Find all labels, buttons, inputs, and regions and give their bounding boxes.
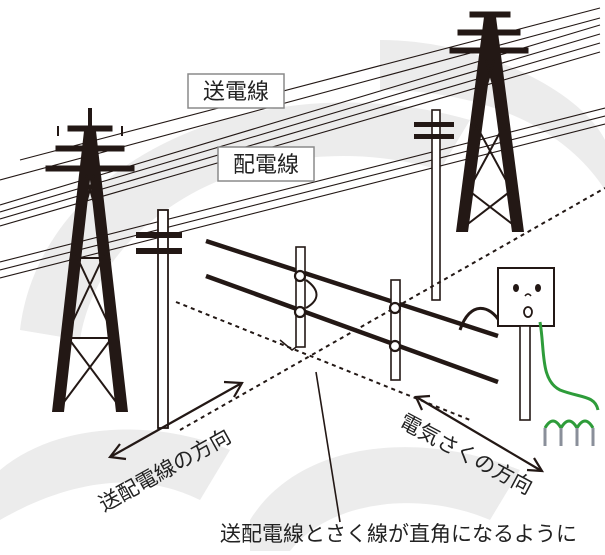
left-utility-pole: [136, 209, 182, 429]
fence-post-right: [388, 279, 402, 381]
caption-leader-line: [315, 371, 341, 523]
fence-post-left: [293, 246, 318, 348]
left-transmission-tower: [45, 108, 135, 412]
distribution-line-label-box: 配電線: [217, 146, 315, 182]
fence-wires: [205, 238, 499, 385]
right-utility-pole: [414, 109, 454, 301]
line-direction-arrow: [107, 380, 244, 461]
distribution-line-label: 配電線: [233, 153, 299, 178]
transmission-line-label-box: 送電線: [187, 73, 285, 109]
background-watermark: [0, 40, 605, 551]
fence-direction-arrow: [414, 394, 545, 473]
energizer-box: [497, 267, 555, 421]
ground-wire: [538, 321, 600, 411]
direction-dashed-lines: [175, 187, 605, 431]
caption: 送配電線とさく線が直角になるように: [220, 522, 577, 546]
right-transmission-tower: [449, 11, 529, 232]
ground-rod-icon: [543, 419, 595, 446]
transmission-line-label: 送電線: [203, 80, 269, 105]
